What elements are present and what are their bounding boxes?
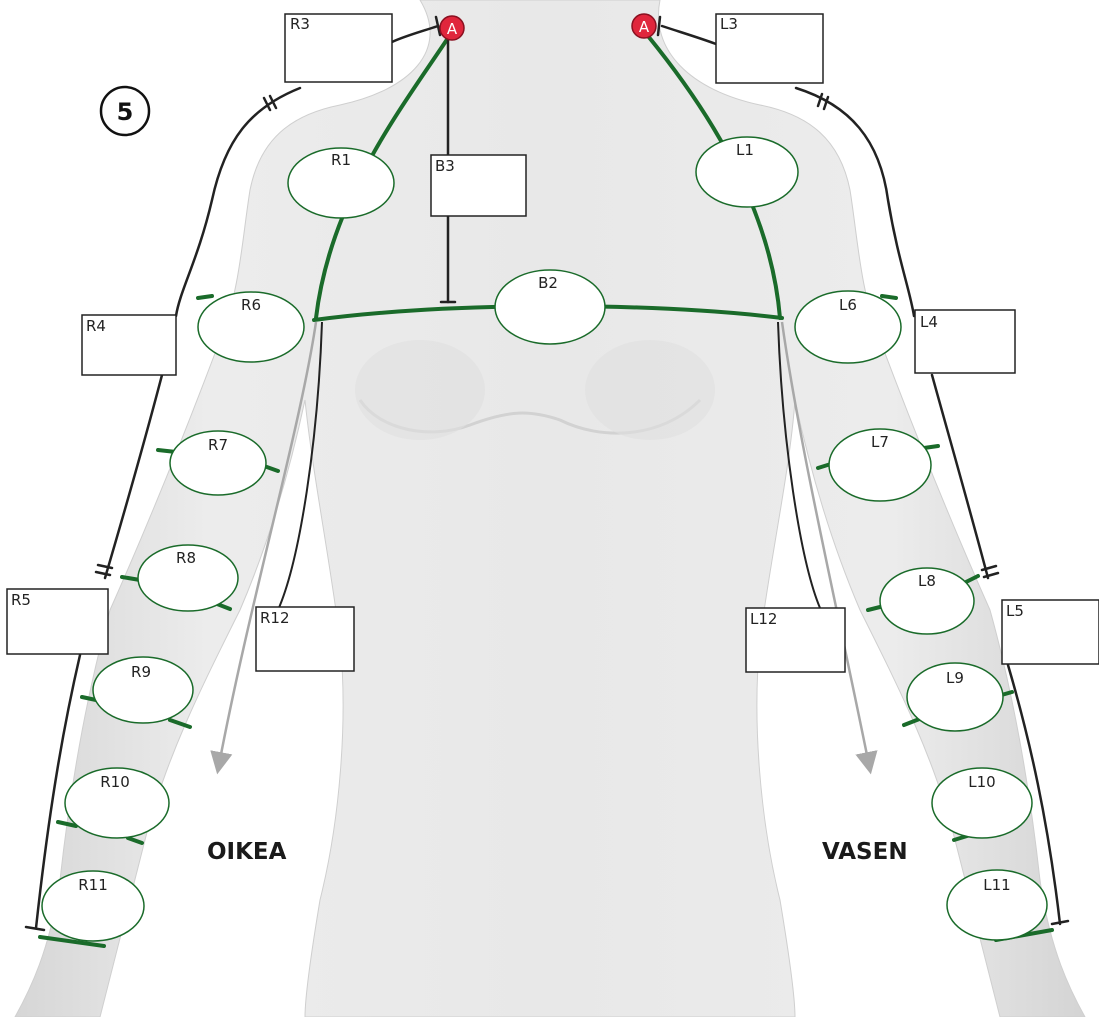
ellipse-label: L11 bbox=[983, 876, 1010, 894]
box-label: R3 bbox=[290, 15, 310, 33]
green-tick-l7b bbox=[924, 446, 938, 448]
box-label: L4 bbox=[920, 313, 938, 331]
ellipse-label: R11 bbox=[78, 876, 108, 894]
ellipse-label: L9 bbox=[946, 669, 964, 687]
box-label: R5 bbox=[11, 591, 31, 609]
box-label: R4 bbox=[86, 317, 106, 335]
ellipse-r6[interactable]: R6 bbox=[198, 292, 304, 362]
box-r4[interactable]: R4 bbox=[82, 315, 176, 375]
green-tick-r6 bbox=[198, 296, 212, 298]
step-number: 5 bbox=[117, 98, 134, 126]
ellipse-l7[interactable]: L7 bbox=[829, 429, 931, 501]
ellipse-r11[interactable]: R11 bbox=[42, 871, 144, 941]
ellipse-l9[interactable]: L9 bbox=[907, 663, 1003, 731]
ellipse-label: R9 bbox=[131, 663, 151, 681]
box-r3[interactable]: R3 bbox=[285, 14, 392, 82]
anchor-letter: A bbox=[447, 20, 458, 38]
step-badge: 5 bbox=[101, 87, 149, 135]
torso-silhouette bbox=[15, 0, 1085, 1017]
box-label: L12 bbox=[750, 610, 777, 628]
box-label: B3 bbox=[435, 157, 455, 175]
ellipse-label: R7 bbox=[208, 436, 228, 454]
anchor-left: A bbox=[632, 14, 656, 38]
box-l4[interactable]: L4 bbox=[915, 310, 1015, 373]
length-line-l3 bbox=[662, 26, 716, 44]
ellipse-label: L8 bbox=[918, 572, 936, 590]
box-l3[interactable]: L3 bbox=[716, 14, 823, 83]
box-l5[interactable]: L5 bbox=[1002, 600, 1099, 664]
cap-l-forearm bbox=[1052, 921, 1068, 924]
ellipse-l8[interactable]: L8 bbox=[880, 568, 974, 634]
anchor-letter: A bbox=[639, 18, 650, 36]
ellipse-l6[interactable]: L6 bbox=[795, 291, 901, 363]
ellipse-label: R6 bbox=[241, 296, 261, 314]
mannequin-figure bbox=[15, 0, 1085, 1017]
ellipse-b2[interactable]: B2 bbox=[495, 270, 605, 344]
chest-left-shading bbox=[355, 340, 485, 440]
ellipse-l11[interactable]: L11 bbox=[947, 870, 1047, 940]
ellipse-r7[interactable]: R7 bbox=[170, 431, 266, 495]
ellipse-r1[interactable]: R1 bbox=[288, 148, 394, 218]
ellipse-label: R1 bbox=[331, 151, 351, 169]
ellipse-label: R10 bbox=[100, 773, 130, 791]
ellipse-r9[interactable]: R9 bbox=[93, 657, 193, 723]
box-r5[interactable]: R5 bbox=[7, 589, 108, 654]
ellipse-l10[interactable]: L10 bbox=[932, 768, 1032, 838]
chest-right-shading bbox=[585, 340, 715, 440]
cap-r-forearm bbox=[26, 927, 44, 930]
ellipse-r10[interactable]: R10 bbox=[65, 768, 169, 838]
ellipse-label: R8 bbox=[176, 549, 196, 567]
ellipse-l1[interactable]: L1 bbox=[696, 137, 798, 207]
anchor-right: A bbox=[440, 16, 464, 40]
ellipse-label: L1 bbox=[736, 141, 754, 159]
ellipse-label: L7 bbox=[871, 433, 889, 451]
ellipse-label: L10 bbox=[968, 773, 995, 791]
green-tick-l6 bbox=[882, 296, 896, 298]
box-label: L5 bbox=[1006, 602, 1024, 620]
box-label: R12 bbox=[260, 609, 290, 627]
box-b3[interactable]: B3 bbox=[431, 155, 526, 216]
side-label-left: VASEN bbox=[822, 839, 908, 865]
ellipse-label: L6 bbox=[839, 296, 857, 314]
side-label-right: OIKEA bbox=[207, 839, 287, 865]
ellipse-r8[interactable]: R8 bbox=[138, 545, 238, 611]
box-l12[interactable]: L12 bbox=[746, 608, 845, 672]
box-label: L3 bbox=[720, 15, 738, 33]
ellipse-label: B2 bbox=[538, 274, 558, 292]
box-r12[interactable]: R12 bbox=[256, 607, 354, 671]
